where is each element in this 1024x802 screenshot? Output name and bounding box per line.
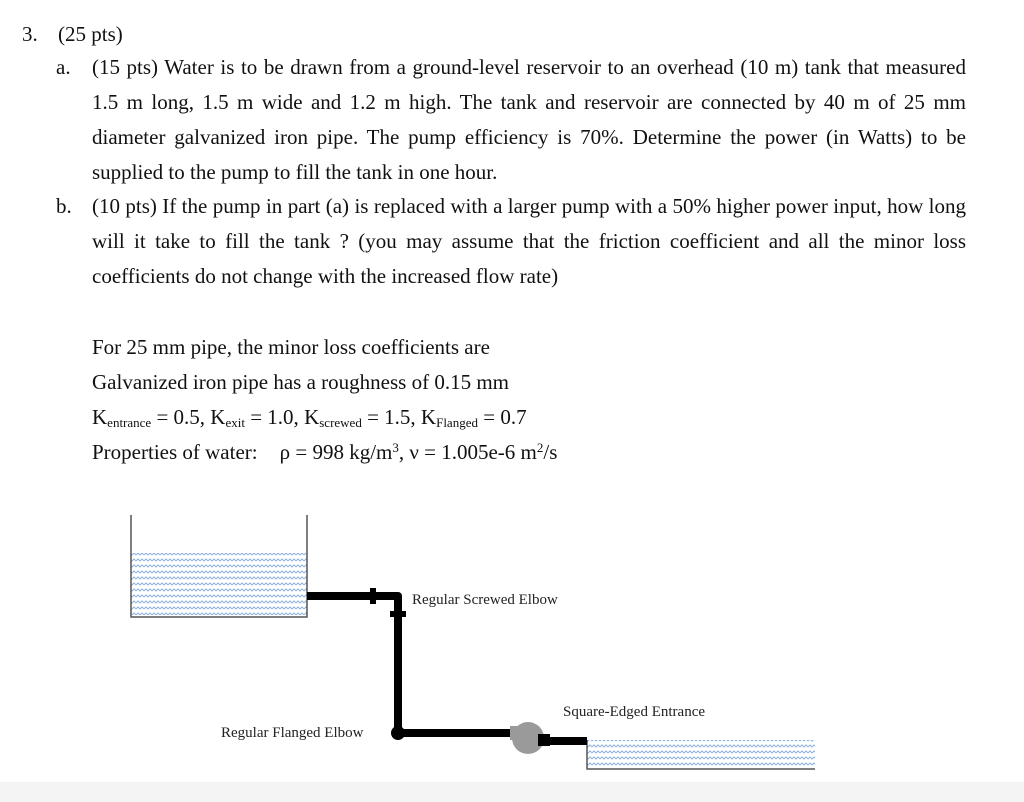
question-header: 3. (25 pts) [22,20,123,48]
roughness-line: Galvanized iron pipe has a roughness of … [92,370,509,394]
part-b-label: b. [56,194,72,218]
screwed-elbow-fitting-v [390,611,406,617]
label-screwed-elbow: Regular Screwed Elbow [412,592,558,608]
screwed-elbow-fitting-h [370,588,376,604]
part-a: a. (15 pts) Water is to be drawn from a … [56,50,966,190]
k-coefficients: Kentrance = 0.5, Kexit = 1.0, Kscrewed =… [92,405,527,430]
question-number: 3. [22,22,38,46]
minor-loss-intro: For 25 mm pipe, the minor loss coefficie… [92,335,490,359]
water-properties: Properties of water:ρ = 998 kg/m3, ν = 1… [92,440,558,464]
part-a-label: a. [56,55,71,79]
part-a-text: (15 pts) Water is to be drawn from a gro… [92,55,966,184]
tank-walls [130,515,308,618]
bottom-strip [0,782,1024,802]
label-square-edged-entrance: Square-Edged Entrance [563,704,705,720]
pump-icon [510,722,550,754]
part-b: b. (10 pts) If the pump in part (a) is r… [56,189,966,294]
given-data: For 25 mm pipe, the minor loss coefficie… [92,330,557,470]
reservoir-water [587,740,815,767]
label-flanged-elbow: Regular Flanged Elbow [221,725,364,741]
pipe-run [307,588,587,745]
pipe [307,592,520,737]
ground-reservoir [586,740,815,770]
flanged-elbow-fitting [391,726,405,740]
tank-water [131,553,307,615]
reservoir-walls [586,740,815,770]
part-b-text: (10 pts) If the pump in part (a) is repl… [92,194,966,288]
question-points: (25 pts) [58,22,123,46]
overhead-tank [130,515,308,618]
